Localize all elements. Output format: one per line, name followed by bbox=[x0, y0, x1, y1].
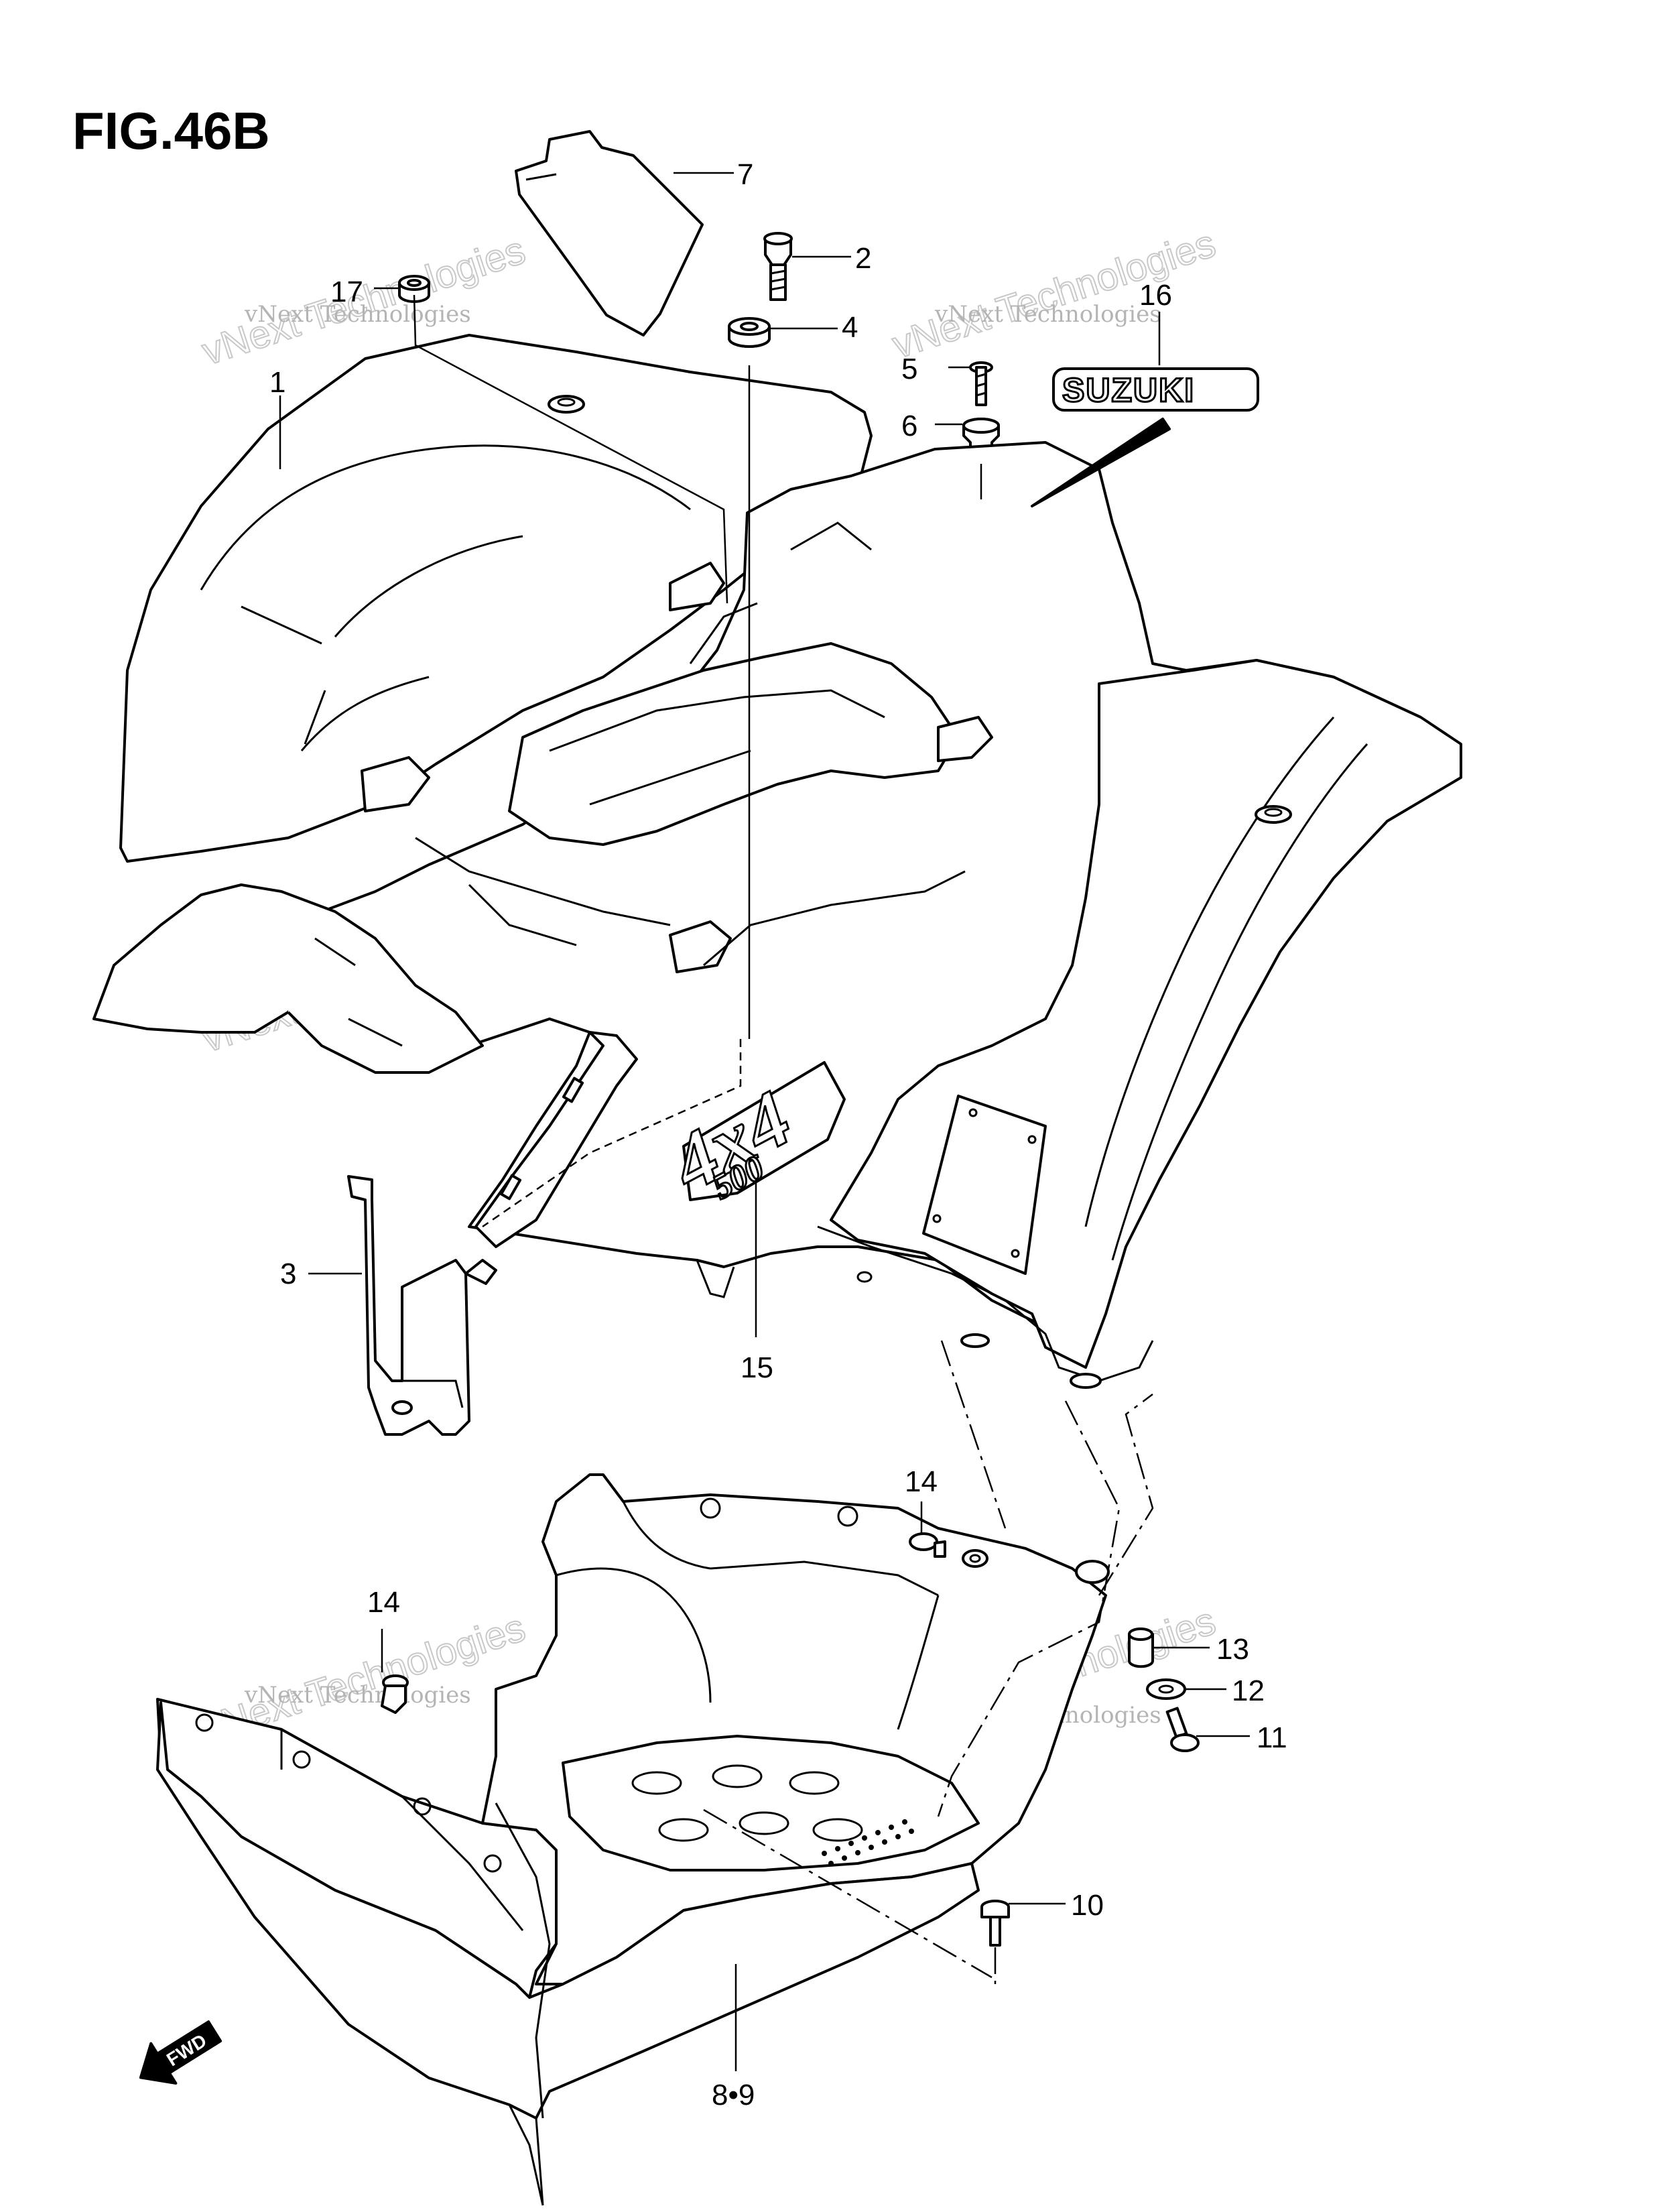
figure-title: FIG.46B bbox=[72, 101, 270, 160]
part-5-screw bbox=[969, 361, 993, 406]
part-10-bolt bbox=[980, 1900, 1010, 1947]
forward-direction-arrow: FWD bbox=[139, 2020, 222, 2085]
part-12-washer bbox=[1146, 1678, 1186, 1700]
part-14-clip-left bbox=[381, 1674, 409, 1714]
callout-14-right: 14 bbox=[905, 1465, 938, 1498]
suzuki-logo-text: SUZUKI bbox=[1062, 371, 1195, 409]
callout-labels: 7 2 4 17 1 5 6 16 3 15 14 14 13 12 11 10… bbox=[269, 158, 1287, 2111]
part-7-flap bbox=[515, 130, 704, 336]
callout-15: 15 bbox=[741, 1351, 773, 1384]
part-4-grommet bbox=[728, 317, 771, 348]
part-3-bracket bbox=[347, 1175, 497, 1436]
callout-1: 1 bbox=[269, 366, 285, 399]
part-14-clip-right bbox=[909, 1532, 988, 1568]
callout-5: 5 bbox=[901, 353, 917, 385]
part-16-suzuki-emblem: SUZUKI bbox=[1052, 367, 1259, 412]
part-13-collar bbox=[1128, 1627, 1154, 1668]
callout-10: 10 bbox=[1071, 1889, 1104, 1922]
callout-13: 13 bbox=[1216, 1633, 1249, 1666]
fwd-arrow-icon bbox=[139, 2020, 222, 2085]
svg-text:vNext Technologies: vNext Technologies bbox=[244, 301, 471, 328]
part-17-cap-nut bbox=[398, 275, 430, 303]
svg-text:vNext Technologies: vNext Technologies bbox=[934, 301, 1161, 328]
callout-11: 11 bbox=[1257, 1721, 1287, 1754]
callout-2: 2 bbox=[855, 242, 871, 275]
leader-lines bbox=[279, 172, 1250, 2071]
callout-12: 12 bbox=[1232, 1674, 1265, 1707]
callout-8-9: 8•9 bbox=[712, 2079, 755, 2111]
callout-16: 16 bbox=[1139, 279, 1172, 312]
callout-4: 4 bbox=[842, 311, 858, 344]
callout-6: 6 bbox=[901, 410, 917, 442]
part-8-9-footrest bbox=[156, 1473, 1110, 2206]
part-1-rear-fender: 4x4 500 bbox=[92, 334, 1462, 1389]
callout-14-left: 14 bbox=[367, 1586, 400, 1619]
callout-3: 3 bbox=[280, 1257, 296, 1290]
part-2-bolt bbox=[763, 232, 793, 301]
part-11-screw bbox=[1165, 1707, 1200, 1752]
svg-text:vNext Technologies: vNext Technologies bbox=[244, 1682, 471, 1709]
callout-7: 7 bbox=[737, 158, 753, 191]
callout-17: 17 bbox=[330, 275, 363, 308]
